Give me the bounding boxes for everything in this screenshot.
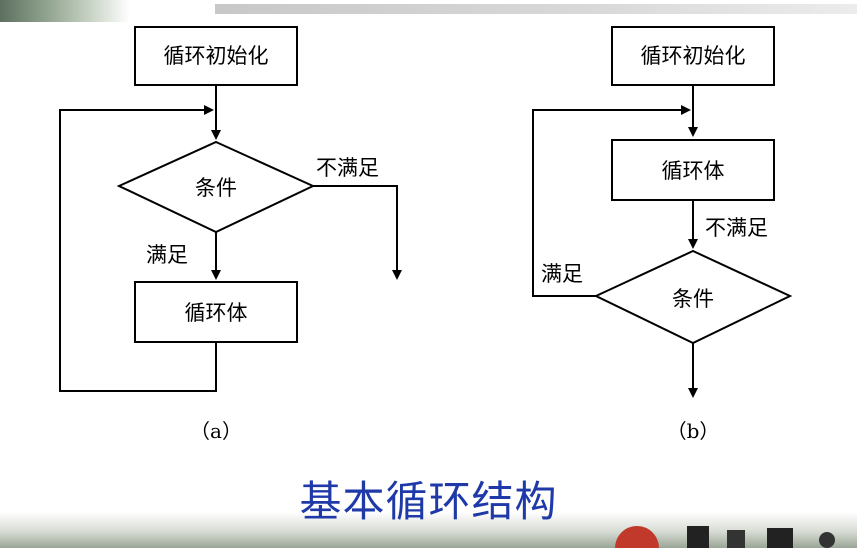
slide-title: 基本循环结构 — [299, 477, 558, 526]
a-body-box — [134, 281, 298, 343]
a-caption: （a） — [190, 419, 242, 443]
b-condition-label: 条件 — [672, 287, 714, 311]
a-yes-label: 满足 — [146, 243, 188, 267]
decorative-footer-logo — [615, 526, 835, 548]
b-init-label: 循环初始化 — [641, 44, 746, 68]
flowchart-a — [59, 26, 402, 392]
b-loop-back-line — [532, 105, 691, 297]
decorative-footer-strip — [0, 512, 857, 548]
a-init-label: 循环初始化 — [164, 44, 269, 68]
flowchart-b — [532, 26, 793, 398]
a-no-label: 不满足 — [316, 156, 379, 180]
b-init-box — [611, 26, 775, 86]
a-condition-label: 条件 — [195, 176, 237, 200]
a-loop-back-line — [59, 105, 217, 392]
a-body-label: 循环体 — [185, 301, 248, 325]
b-no-label: 不满足 — [705, 216, 768, 240]
a-exit-line — [313, 185, 402, 280]
decorative-header-bar — [215, 4, 857, 14]
decorative-header-image — [0, 0, 130, 22]
b-body-label: 循环体 — [662, 159, 725, 183]
b-yes-label: 满足 — [541, 262, 583, 286]
b-caption: （b） — [667, 419, 720, 443]
